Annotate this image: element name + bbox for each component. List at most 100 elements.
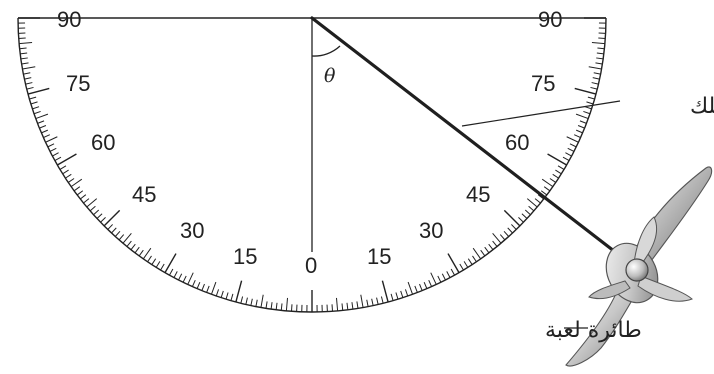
protractor-tick [215, 289, 220, 297]
protractor-tick [24, 77, 32, 80]
protractor-tick [419, 283, 423, 291]
protractor-tick [142, 247, 152, 260]
protractor-tick [381, 280, 389, 303]
protractor-tick [107, 224, 113, 230]
protractor-tick [557, 165, 565, 170]
protractor-tick [73, 186, 81, 192]
protractor-tick [503, 209, 521, 227]
label-right-45: 45 [466, 182, 490, 207]
protractor-tick [201, 283, 205, 291]
angle-arc [311, 45, 341, 57]
protractor-tick [111, 227, 117, 234]
protractor-tick [518, 217, 524, 223]
protractor-tick [22, 66, 36, 70]
protractor-tick [270, 302, 273, 310]
protractor-tick [447, 253, 460, 273]
protractor-tick [155, 261, 161, 268]
protractor-tick [39, 125, 47, 129]
protractor-tick [595, 62, 603, 65]
protractor-tick [526, 198, 538, 208]
protractor-tick [593, 72, 601, 75]
protractor-tick [89, 205, 96, 212]
protractor-tick [29, 96, 37, 100]
protractor-tick [173, 271, 178, 278]
protractor-tick [492, 232, 502, 244]
protractor-tick [54, 156, 62, 161]
protractor-tick [35, 113, 49, 120]
protractor-tick [552, 173, 559, 179]
protractor-tick [160, 263, 165, 271]
protractor-tick [437, 275, 442, 283]
protractor-tick [100, 217, 106, 223]
label-right-75: 75 [531, 71, 555, 96]
label-right-30: 30 [419, 218, 443, 243]
protractor-tick [235, 280, 243, 303]
protractor-tick [467, 258, 473, 265]
protractor-tick [43, 134, 51, 139]
protractor-tick [537, 194, 544, 200]
protractor-tick [541, 178, 554, 188]
protractor-tick [230, 293, 234, 301]
protractor-tick [583, 110, 591, 115]
protractor-tick [472, 247, 482, 260]
protractor-tick [480, 249, 486, 257]
protractor-tick [225, 292, 229, 300]
label-left-15: 15 [233, 244, 257, 269]
protractor-tick [275, 302, 278, 310]
protractor-tick [484, 246, 490, 254]
protractor-tick [446, 271, 451, 278]
protractor-tick [390, 293, 394, 301]
protractor-tick [488, 243, 494, 250]
protractor-tick [25, 82, 33, 85]
protractor-tick [573, 134, 581, 139]
string-callout-line [461, 100, 621, 127]
protractor-tick [371, 298, 374, 306]
protractor-tick [20, 52, 28, 55]
protractor-tick [376, 297, 379, 305]
protractor-tick [147, 255, 152, 263]
protractor-tick [492, 240, 498, 247]
protractor-tick [360, 294, 364, 308]
protractor-tick [122, 232, 132, 244]
toy-airplane-icon [565, 166, 713, 367]
protractor-tick [341, 303, 344, 311]
protractor-tick [134, 246, 140, 254]
protractor-tick [346, 302, 349, 310]
protractor-tick [52, 152, 59, 157]
protractor-tick [210, 281, 217, 295]
protractor-tick [459, 263, 464, 271]
protractor-tick [178, 273, 183, 281]
protractor-tick [430, 272, 437, 285]
protractor-tick [503, 230, 510, 237]
protractor-tick [30, 101, 38, 105]
protractor-tick [67, 178, 75, 183]
protractor-tick [562, 156, 570, 161]
protractor-tick [265, 301, 268, 309]
protractor-tick [591, 82, 599, 85]
protractor-tick [587, 96, 595, 100]
string-wire [310, 16, 638, 270]
protractor-tick [574, 87, 597, 95]
protractor-tick [19, 41, 33, 45]
protractor-tick [534, 198, 541, 204]
label-zero: 0 [305, 253, 317, 278]
protractor-tick [240, 296, 244, 304]
protractor-tick [472, 255, 477, 263]
protractor-tick [93, 209, 100, 216]
protractor-tick [118, 234, 125, 241]
protractor-tick [206, 285, 210, 293]
protractor-tick [41, 129, 49, 134]
plane-label: طائرة لعبة [545, 318, 642, 343]
protractor-tick [76, 190, 84, 196]
protractor-tick [565, 152, 572, 157]
protractor-tick [187, 272, 194, 285]
protractor-tick [351, 302, 354, 310]
protractor-tick [356, 301, 359, 309]
protractor-tick [414, 285, 418, 293]
protractor-tick [579, 120, 587, 124]
protractor-tick [65, 173, 72, 179]
protractor-tick [407, 281, 414, 295]
label-left-75: 75 [66, 71, 90, 96]
protractor-tick [33, 110, 41, 115]
protractor-tick [255, 299, 258, 307]
